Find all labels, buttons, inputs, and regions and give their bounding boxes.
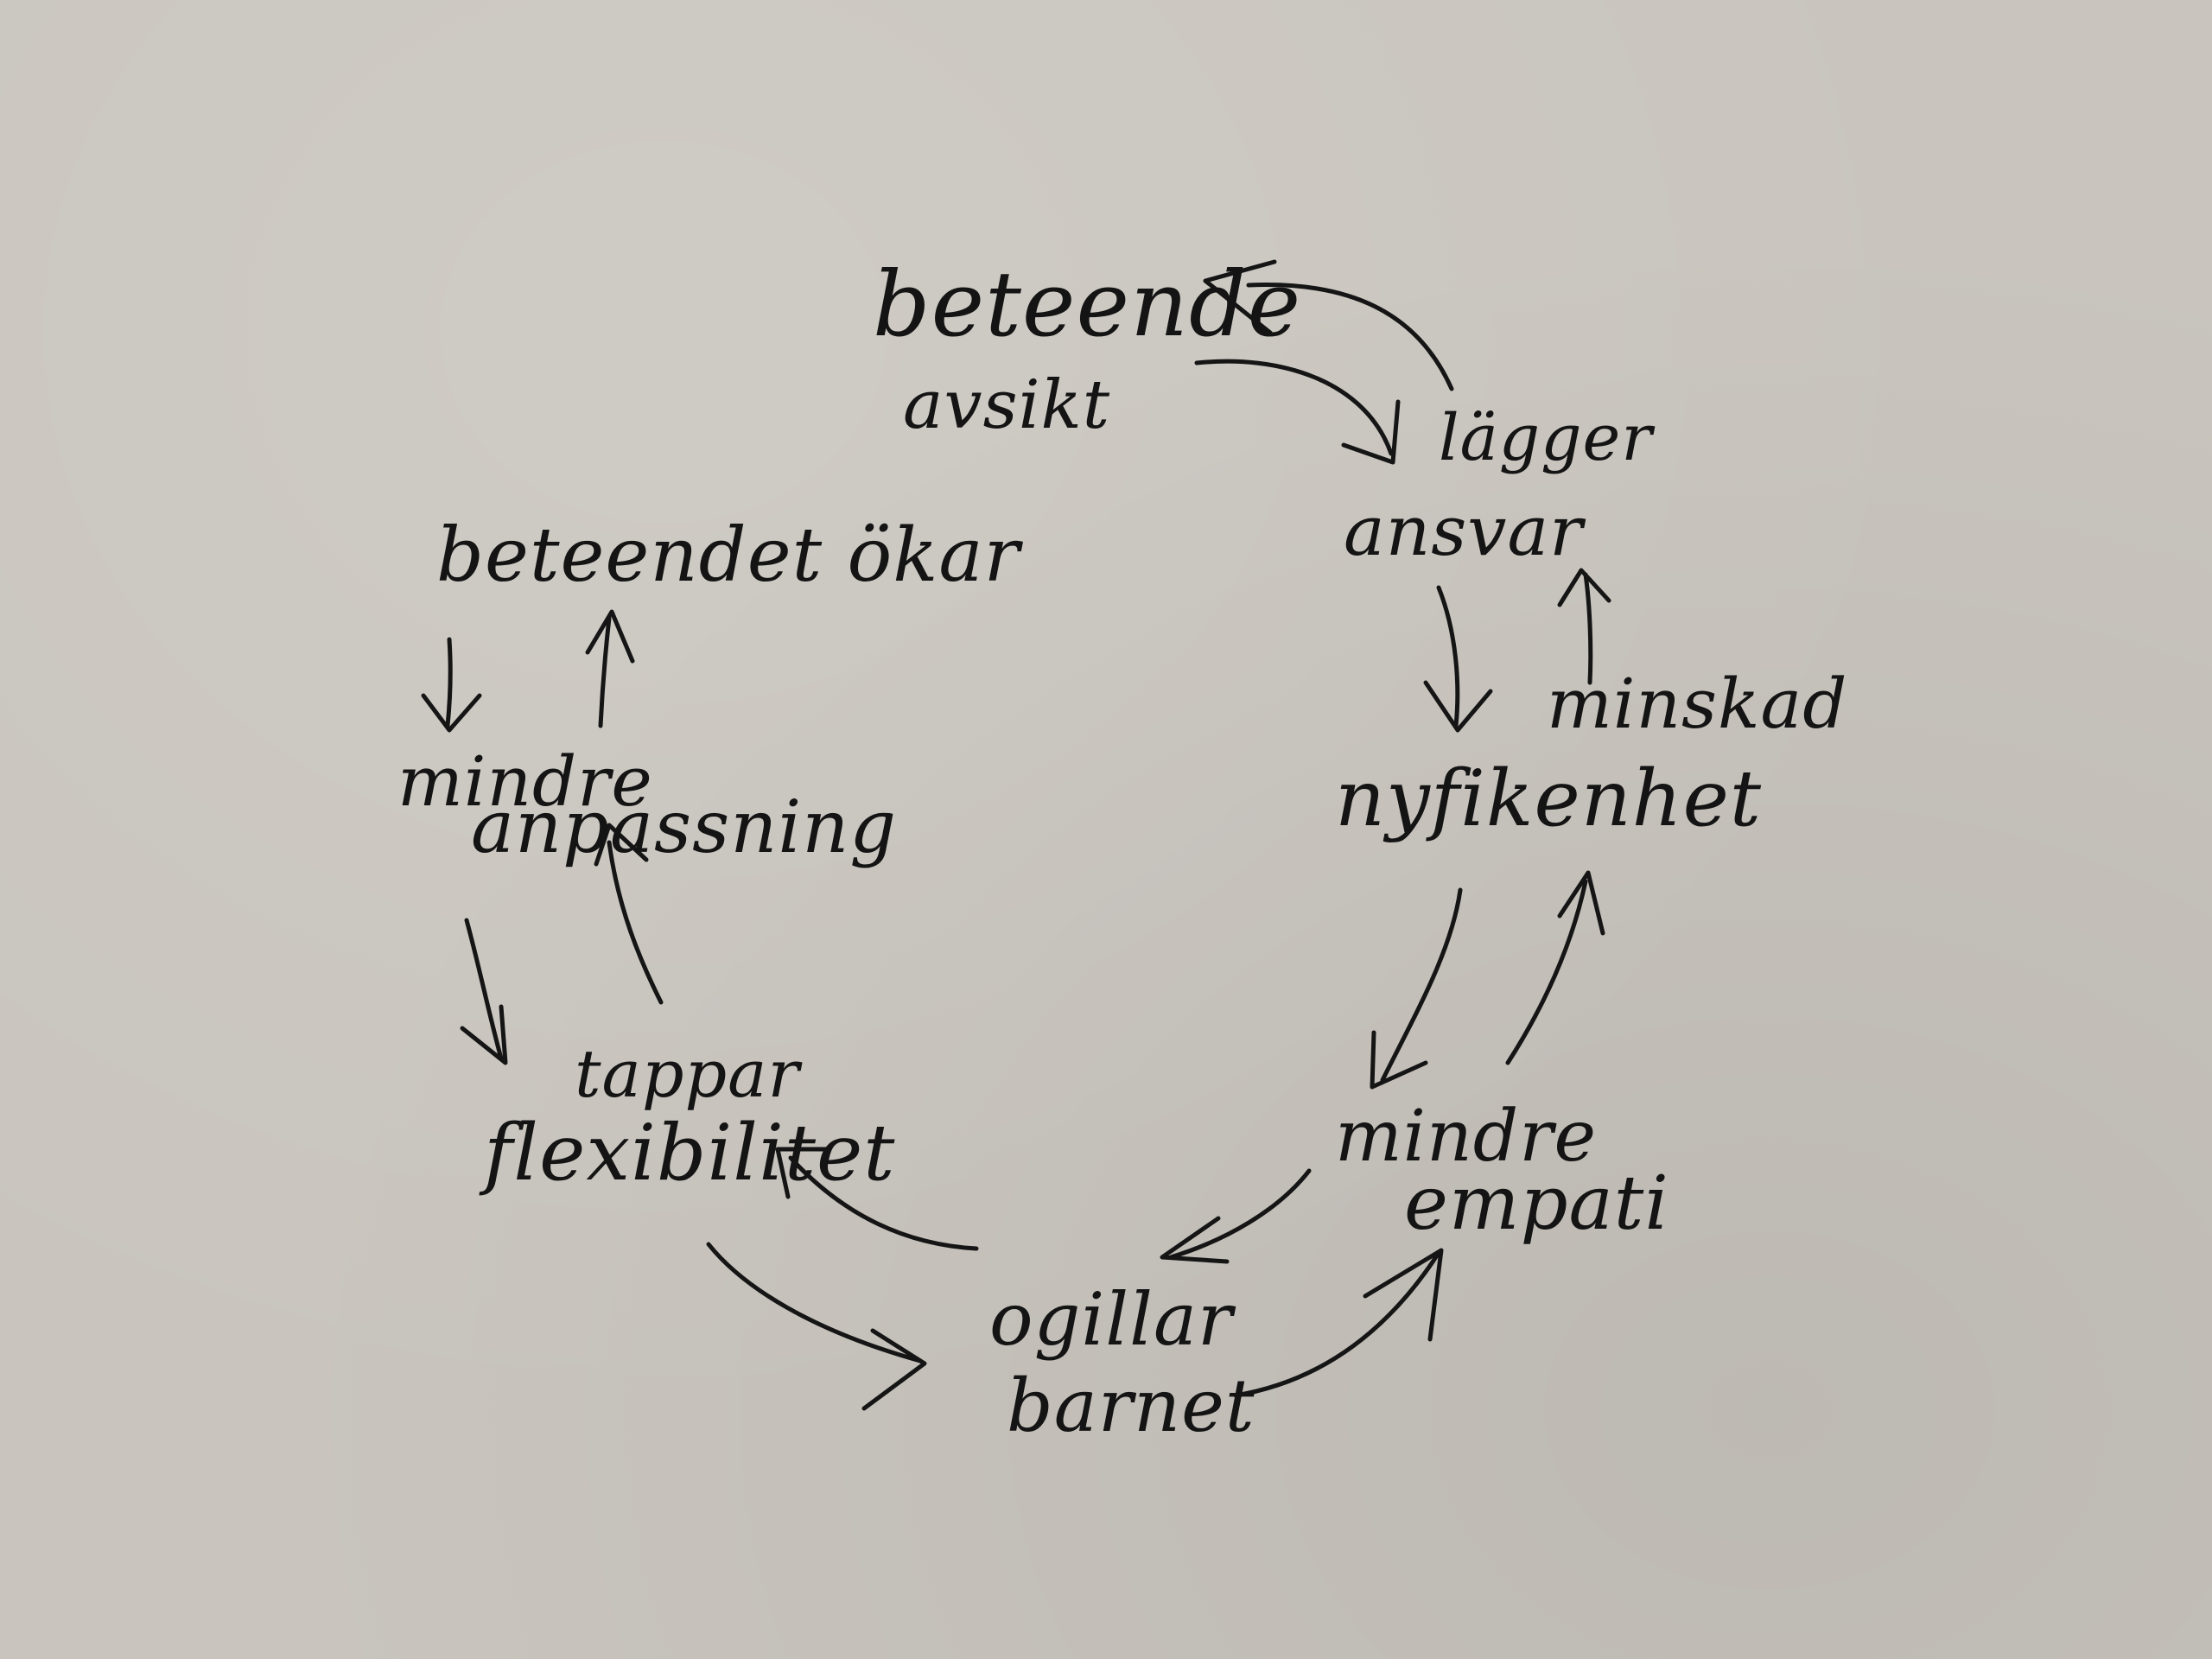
arrowhead-beteende-to-ansvar [1341,399,1401,465]
node-tappar-flexibilitet-line1: tappar [575,1035,800,1112]
node-mindre-empati-line1: mindre [1335,1096,1598,1178]
arrow-ogillar-to-empati [1233,1250,1441,1398]
arrow-okar-to-anpassning [445,637,453,728]
node-nyfikenhet-line1: minskad [1547,664,1848,744]
arrow-beteende-to-ansvar [1194,359,1394,456]
arrowhead-ansvar-to-nyfikenhet [1423,680,1493,733]
arrowhead-empati-to-ogillar [1160,1216,1230,1264]
node-beteende-line2: avsikt [903,366,1111,444]
node-nyfikenhet-line2: nyfikenhet [1335,753,1763,844]
arrowhead-nyfikenhet-to-empati [1370,1030,1428,1090]
node-tappar-flexibilitet-line2: flexibilitet [484,1108,896,1198]
arrow-empati-to-ogillar [1168,1168,1312,1260]
arrow-anpassning-to-okar [598,615,612,728]
arrow-empati-to-nyfikenhet [1505,879,1588,1065]
arrowhead-okar-to-anpassning [421,693,482,733]
arrow-nyfikenhet-to-empati [1380,887,1463,1083]
arrowhead-nyfikenhet-to-ansvar [1557,568,1611,607]
arrow-ogillar-to-flexibilitet [788,1155,979,1251]
arrow-anpassning-to-flexibilitet [464,918,504,1061]
arrowhead-ansvar-to-beteende [1203,259,1277,335]
node-beteendet-okar: beteendet ökar [436,512,1020,599]
arrow-flexibilitet-to-ogillar [706,1242,923,1363]
node-lagger-ansvar-line1: lägger [1439,401,1653,475]
node-beteende-line1: beteende [873,251,1302,357]
node-ogillar-barnet-line2: barnet [1007,1363,1255,1448]
arrow-ansvar-to-beteende [1246,283,1454,391]
arrowhead-flexibilitet-to-ogillar [861,1328,927,1411]
arrowhead-ogillar-to-flexibilitet [775,1147,828,1199]
arrowhead-anpassning-to-okar [585,609,635,664]
node-ogillar-barnet-line1: ogillar [989,1277,1234,1362]
node-mindre-anpassning-line2: anpassning [471,785,898,869]
arrowhead-empati-to-nyfikenhet [1557,870,1605,936]
arrow-nyfikenhet-to-ansvar [1583,572,1593,685]
arrowhead-flexibilitet-to-anpassning [594,823,649,867]
node-mindre-anpassning-line1: mindre [397,741,653,822]
node-lagger-ansvar-line2: ansvar [1344,491,1584,571]
arrow-ansvar-to-nyfikenhet [1436,585,1460,728]
node-mindre-empati-line2: empati [1404,1160,1669,1247]
arrowhead-ogillar-to-empati [1363,1248,1444,1342]
arrowhead-anpassning-to-flexibilitet [460,1004,508,1065]
arrow-flexibilitet-to-anpassning [607,840,664,1005]
